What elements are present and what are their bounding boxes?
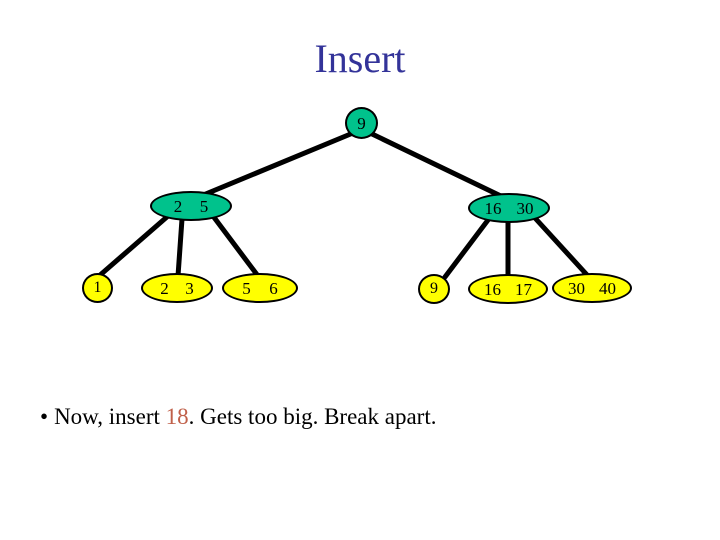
- edge-root-to-left: [193, 130, 356, 201]
- edge-right-to-leaf9: [442, 217, 491, 280]
- node-key: 30: [516, 198, 534, 218]
- tree-node-leaf-5-6[interactable]: 5 6: [222, 273, 298, 303]
- node-key: 30: [568, 278, 585, 298]
- caption-text-before: Now, insert: [54, 404, 160, 429]
- page-title: Insert: [314, 36, 406, 81]
- tree-node-leaf-16-17[interactable]: 16 17: [468, 274, 548, 304]
- node-key: 16: [484, 198, 502, 218]
- edge-right-to-leaf3040: [532, 215, 591, 279]
- node-key: 6: [269, 278, 278, 298]
- tree-node-leaf-9[interactable]: 9: [418, 274, 450, 304]
- tree-node-internal-left[interactable]: 2 5: [150, 191, 232, 221]
- caption-text-after: . Gets too big. Break apart.: [188, 404, 437, 429]
- node-key: 1: [93, 279, 102, 296]
- tree-node-root[interactable]: 9: [345, 107, 378, 139]
- edge-left-to-leaf23: [175, 216, 185, 279]
- node-key: 3: [185, 278, 194, 298]
- node-key: 2: [173, 196, 183, 216]
- node-key: 5: [199, 196, 209, 216]
- bullet-glyph: •: [40, 404, 49, 429]
- node-key: 5: [242, 278, 251, 298]
- caption-highlight-value: 18: [165, 404, 189, 429]
- node-key: 9: [430, 280, 438, 297]
- edge-root-to-right: [367, 130, 508, 201]
- node-key: 16: [484, 279, 501, 299]
- node-key: 2: [160, 278, 169, 298]
- tree-node-leaf-1[interactable]: 1: [82, 273, 113, 303]
- node-key: 9: [357, 113, 366, 133]
- tree-node-internal-right[interactable]: 16 30: [468, 193, 550, 223]
- node-key: 17: [515, 279, 532, 299]
- tree-node-leaf-2-3[interactable]: 2 3: [141, 273, 213, 303]
- caption-bullet-line: •Now, insert 18. Gets too big. Break apa…: [40, 402, 680, 432]
- node-key: 40: [599, 278, 616, 298]
- tree-node-leaf-30-40[interactable]: 30 40: [552, 273, 632, 303]
- edge-left-to-leaf56: [210, 213, 261, 279]
- edge-left-to-leaf1: [96, 213, 171, 279]
